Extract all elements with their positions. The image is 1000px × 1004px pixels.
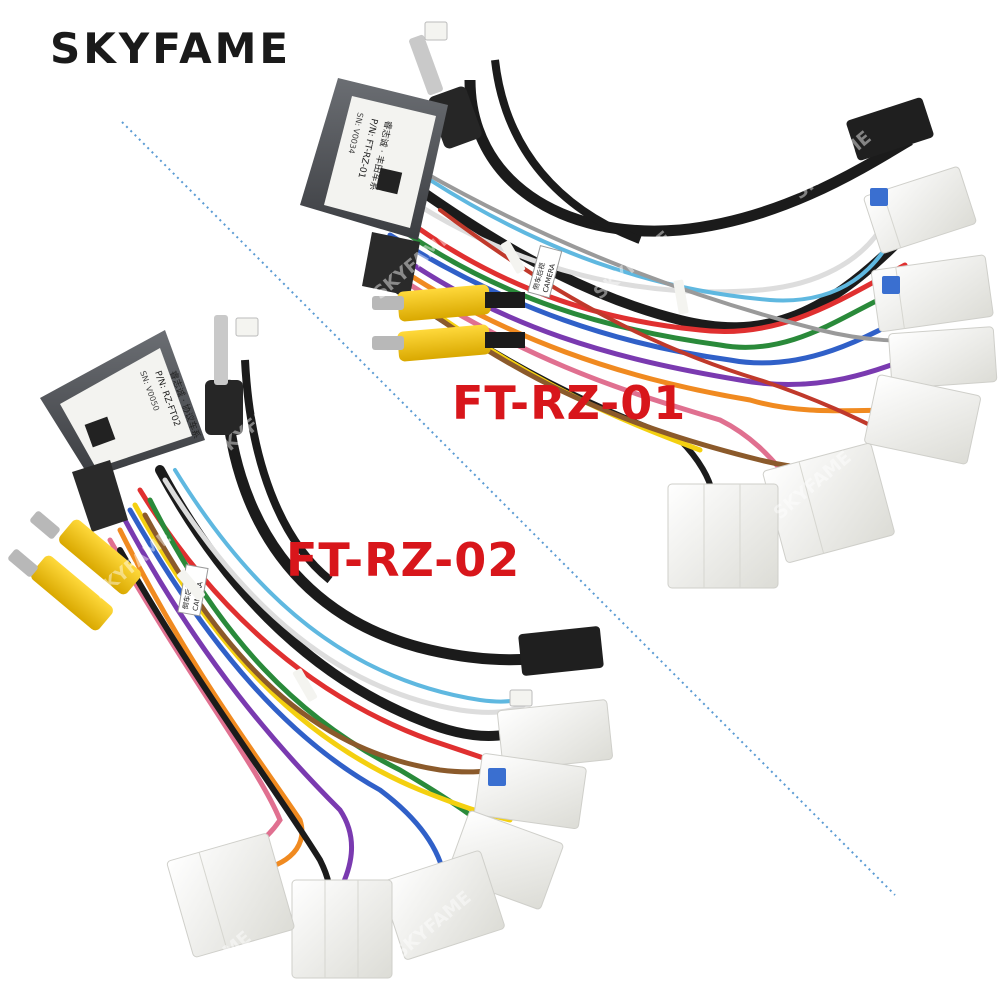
qr-code-icon [84,416,116,448]
black-plug [518,626,604,676]
rca-plugs [8,511,141,631]
brand-logo: SKYFAME [50,24,292,73]
model-label-ft-rz-01: FT-RZ-01 [452,376,687,430]
white-connectors [667,166,998,589]
harness-ft-rz-02: 睿志诚 · 协议车系 P/N: RZ-FT02 SN: V0050 倒车后视 C… [8,315,613,979]
control-module: 睿志诚 · 协议车系 P/N: RZ-FT02 SN: V0050 [40,330,205,478]
model-label-ft-rz-02: FT-RZ-02 [286,533,521,587]
antenna-plug [205,315,259,435]
harness-ft-rz-01: 睿志诚 · 丰田车系 P/N: FT-RZ-01 SN: V0034 倒车后视 [300,21,998,589]
rca-plugs [372,284,525,362]
divider-line [121,121,896,896]
antenna-plug [409,21,482,149]
white-connectors [166,689,613,979]
control-module: 睿志诚 · 丰田车系 P/N: FT-RZ-01 SN: V0034 [300,78,448,240]
black-plug [846,97,934,161]
qr-code-icon [375,167,403,195]
